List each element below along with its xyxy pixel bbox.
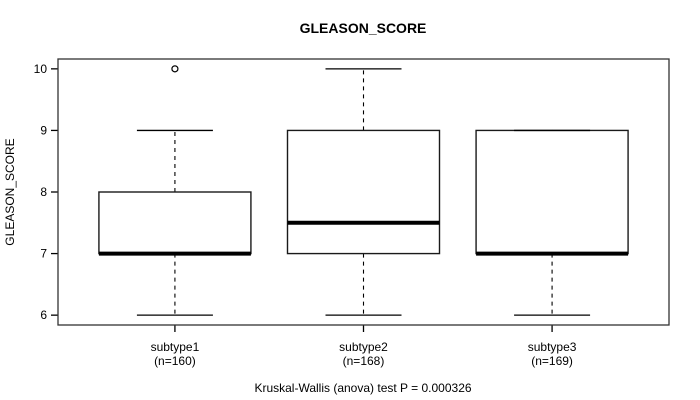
y-axis-label: GLEASON_SCORE — [3, 138, 17, 245]
y-axis-tick-label: 10 — [34, 62, 48, 76]
outlier-point — [171, 65, 179, 73]
y-axis-tick-label: 8 — [40, 185, 47, 199]
box-subtype3 — [475, 129, 629, 255]
x-axis-group-label: subtype3 — [528, 340, 577, 354]
x-axis-group-label: subtype1 — [151, 340, 200, 354]
box-subtype2 — [286, 129, 441, 255]
x-axis-n-label: (n=160) — [154, 354, 196, 368]
x-axis-n-label: (n=169) — [531, 354, 573, 368]
plot-content: 6 7 8 9 10 subtype1(n=160) subtype2(n=168) subt… — [34, 62, 629, 368]
box-subtype1 — [98, 191, 252, 255]
stat-test-annotation: Kruskal-Wallis (anova) test P = 0.000326 — [254, 381, 471, 395]
chart-title: GLEASON_SCORE — [300, 20, 427, 36]
plot-frame — [57, 58, 670, 326]
y-axis-tick-label: 6 — [40, 308, 47, 322]
y-axis-tick-label: 9 — [40, 123, 47, 137]
x-axis-n-label: (n=168) — [343, 354, 385, 368]
y-axis-tick-label: 7 — [40, 247, 47, 261]
x-axis-group-label: subtype2 — [339, 340, 388, 354]
